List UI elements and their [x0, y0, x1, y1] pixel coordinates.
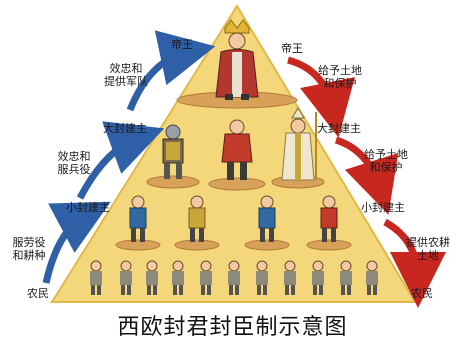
downward-arrow-1: [286, 56, 355, 138]
downward-arrow-3: [383, 218, 446, 308]
vassal-platform-1: [115, 239, 161, 251]
upward-arrow-3: [42, 201, 111, 284]
upward-arrow-2-text: 效忠和服兵役: [57, 150, 91, 176]
downward-arrow-2: [334, 136, 399, 215]
label-left-king: 帝王: [171, 38, 193, 51]
peasant-figure: [90, 260, 102, 295]
label-left-peasants: 农民: [27, 287, 49, 300]
label-right-great-lord: 大封建主: [317, 122, 361, 135]
label-right-lesser-lord: 小封建主: [361, 201, 405, 214]
vassal-platform-2: [174, 239, 220, 251]
lord-platform-1: [146, 175, 200, 189]
upward-arrow-2: [76, 121, 165, 200]
great-lord-figure-2: [221, 119, 253, 180]
lord-platform-2: [208, 177, 266, 191]
peasant-figure: [284, 260, 296, 295]
king-figure: [215, 19, 259, 100]
vassal-platform-4: [306, 239, 352, 251]
vassal-platform-3: [244, 239, 290, 251]
peasant-figure: [120, 260, 132, 295]
diagram-title: 西欧封君封臣制示意图: [117, 315, 348, 340]
peasant-figure: [340, 260, 352, 295]
downward-arrow-1-text: 给予土地和保护: [318, 64, 362, 90]
peasant-figure: [172, 260, 184, 295]
label-left-great-lord: 大封建主: [103, 122, 147, 135]
label-left-lesser-lord: 小封建主: [66, 201, 110, 214]
peasant-figure: [228, 260, 240, 295]
lesser-lord-figure-4: [320, 195, 338, 242]
peasant-row: [90, 260, 378, 295]
lesser-lord-figure-2: [188, 195, 206, 242]
lesser-lord-figure-1: [129, 195, 147, 242]
lesser-lord-figure-3: [258, 195, 276, 242]
great-lord-figure-1: [162, 124, 184, 179]
upward-arrow-1: [126, 30, 216, 112]
label-right-king: 帝王: [281, 42, 303, 55]
label-right-peasants: 农民: [411, 287, 433, 300]
downward-arrow-3-text: 提供农耕土地: [406, 236, 450, 262]
peasant-figure: [256, 260, 268, 295]
upward-arrow-1-text: 效忠和提供军队: [104, 62, 148, 88]
upward-arrow-3-text: 服劳役和耕种: [12, 236, 46, 262]
peasant-figure: [200, 260, 212, 295]
peasant-figure: [146, 260, 158, 295]
peasant-figure: [366, 260, 378, 295]
peasant-figure: [312, 260, 324, 295]
downward-arrow-2-text: 给予土地和保护: [364, 148, 408, 174]
